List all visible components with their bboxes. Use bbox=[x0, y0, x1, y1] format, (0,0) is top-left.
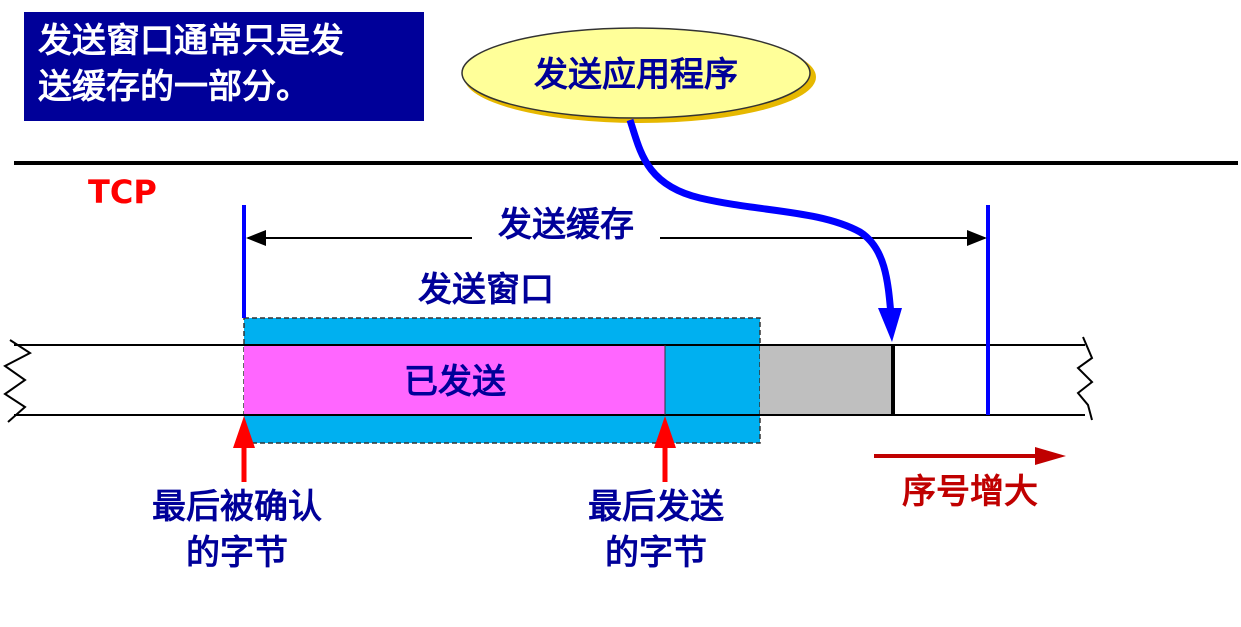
send-application-bubble: 发送应用程序 bbox=[461, 27, 816, 123]
sent-label: 已发送 bbox=[404, 362, 506, 402]
app-write-arrowhead-icon bbox=[878, 308, 902, 342]
last-sent-label-line1: 最后发送 bbox=[588, 487, 724, 527]
last-acked-arrow-icon bbox=[233, 416, 255, 482]
last-acked-label-line2: 的字节 bbox=[186, 533, 288, 573]
app-write-arrow bbox=[626, 118, 895, 316]
note-callout: 发送窗口通常只是发 送缓存的一部分。 bbox=[24, 12, 424, 121]
last-acked-label-line1: 最后被确认 bbox=[152, 487, 322, 527]
sent-segment bbox=[244, 345, 665, 415]
tcp-label: TCP bbox=[88, 173, 157, 211]
buffer-label: 发送缓存 bbox=[498, 205, 634, 245]
bubble-label: 发送应用程序 bbox=[534, 55, 738, 95]
window-label: 发送窗口 bbox=[418, 270, 554, 310]
break-left-icon bbox=[3, 339, 32, 423]
last-sent-label-line2: 的字节 bbox=[605, 533, 707, 573]
break-right-icon bbox=[1076, 336, 1094, 421]
note-line-2: 送缓存的一部分。 bbox=[38, 67, 310, 107]
last-sent-arrow-icon bbox=[654, 416, 676, 482]
sequence-increase-arrow-icon bbox=[874, 447, 1066, 465]
unsent-data-segment bbox=[760, 345, 892, 415]
sequence-increase-label: 序号增大 bbox=[902, 472, 1038, 512]
note-line-1: 发送窗口通常只是发 bbox=[38, 21, 344, 61]
